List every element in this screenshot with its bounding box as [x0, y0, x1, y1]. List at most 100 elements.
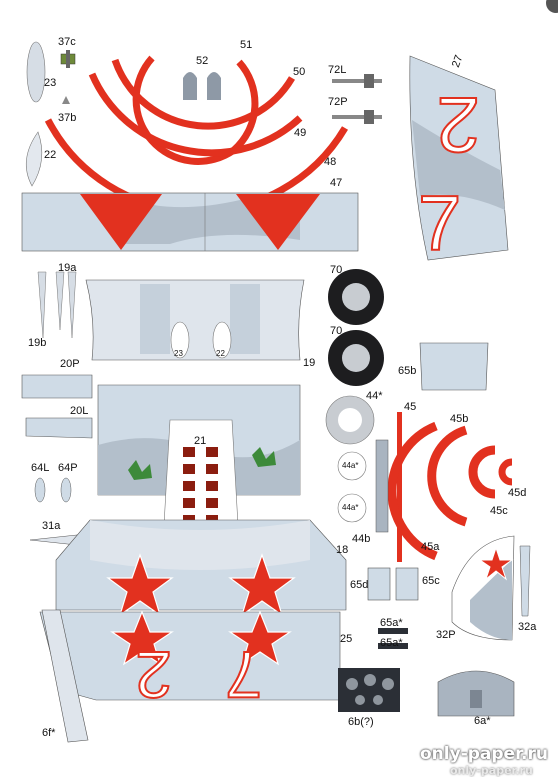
label-44a-1: 44a*	[342, 461, 359, 470]
label-6a: 6a*	[474, 715, 491, 727]
watermark-sub: only-paper.ru	[450, 764, 533, 777]
arc-50	[111, 58, 296, 130]
belly-number-2: 2	[135, 638, 172, 712]
belly-number-7: 7	[225, 638, 262, 712]
label-65d: 65d	[350, 579, 369, 591]
label-32a: 32a	[518, 621, 537, 633]
label-6b: 6b(?)	[348, 716, 374, 728]
label-45a: 45a	[421, 541, 440, 553]
part-65b	[419, 342, 489, 391]
label-23: 23	[44, 77, 57, 89]
label-45b: 45b	[450, 413, 469, 425]
part-47-chevron-right	[236, 194, 320, 250]
label-19a: 19a	[58, 262, 77, 274]
label-19b: 19b	[28, 337, 47, 349]
part-23	[26, 41, 46, 103]
label-48: 48	[324, 156, 337, 168]
watermark-main: only-paper.ru	[420, 744, 548, 764]
part-37b	[62, 96, 70, 104]
part-6f	[41, 609, 89, 743]
label-44: 44*	[366, 390, 383, 402]
label-64L: 64L	[31, 462, 50, 474]
label-window-22: 22	[216, 349, 225, 358]
star-25-right	[228, 610, 292, 666]
part-22	[25, 131, 43, 187]
star-left	[106, 553, 174, 617]
label-52: 52	[196, 55, 209, 67]
label-70-bottom: 70	[330, 325, 343, 337]
label-22: 22	[44, 149, 57, 161]
label-45d: 45d	[508, 487, 527, 499]
part-19b-left	[37, 271, 47, 339]
wheel-70-top-hub	[342, 283, 370, 311]
label-72P: 72P	[328, 96, 348, 108]
tail-number-2: 2	[437, 81, 480, 169]
part-25	[39, 611, 341, 701]
part-64P	[60, 477, 72, 503]
label-18: 18	[336, 544, 349, 556]
part-65a-1	[378, 628, 408, 634]
label-45: 45	[404, 401, 417, 413]
part-6a-head	[470, 690, 482, 708]
arc-49	[88, 72, 303, 157]
label-44a-2: 44a*	[342, 503, 359, 512]
label-31a: 31a	[42, 520, 61, 532]
label-window-23: 23	[174, 349, 183, 358]
arc-45a	[387, 421, 438, 561]
tail-number-7: 7	[418, 179, 461, 267]
part-65c	[395, 567, 419, 601]
label-64P: 64P	[58, 462, 78, 474]
part-52b	[207, 72, 221, 100]
star-32P	[478, 546, 514, 581]
part-64L	[34, 477, 46, 503]
part-37c-stem	[66, 50, 70, 68]
strip-45	[397, 412, 402, 562]
disc-44-center	[338, 408, 362, 432]
label-37b: 37b	[58, 112, 77, 124]
rod-72P	[332, 115, 382, 119]
label-65c: 65c	[422, 575, 440, 587]
star-25-left	[110, 610, 174, 666]
arc-45c	[468, 445, 496, 499]
rod-72P-cap	[364, 110, 374, 124]
label-65a-1: 65a*	[380, 617, 403, 629]
part-65a-2	[378, 643, 408, 649]
disc-44a-2	[337, 493, 367, 523]
label-65a-2: 65a*	[380, 637, 403, 649]
emblem-left	[128, 460, 152, 480]
label-20L: 20L	[70, 405, 89, 417]
part-20P	[21, 374, 93, 399]
label-44b: 44b	[352, 533, 371, 545]
label-47: 47	[330, 177, 343, 189]
rod-72L	[332, 79, 382, 83]
star-right	[228, 553, 296, 617]
label-21: 21	[194, 435, 207, 447]
part-52a	[183, 72, 197, 100]
emblem-right	[252, 447, 276, 467]
label-70-top: 70	[330, 264, 343, 276]
label-37c: 37c	[58, 36, 76, 48]
part-19-shade-l	[140, 284, 170, 354]
label-20P: 20P	[60, 358, 80, 370]
gauges	[346, 674, 394, 705]
disc-44a-1	[337, 451, 367, 481]
label-19: 19	[303, 357, 316, 369]
part-19-shade-r	[230, 284, 260, 354]
part-32P-camo	[470, 560, 512, 640]
wheel-70-bottom-hub	[342, 344, 370, 372]
part-32a	[519, 545, 531, 617]
label-25: 25	[340, 633, 353, 645]
arc-45b	[427, 425, 468, 527]
arc-45d	[498, 458, 513, 486]
strip-44b	[375, 439, 389, 533]
label-50: 50	[293, 66, 306, 78]
part-20L	[25, 417, 93, 439]
label-65b: 65b	[398, 365, 417, 377]
label-72L: 72L	[328, 64, 347, 76]
rod-72L-cap	[364, 74, 374, 88]
label-51: 51	[240, 39, 253, 51]
part-47-chevron-left	[80, 194, 162, 250]
window-22	[212, 321, 232, 359]
part-65d	[367, 567, 391, 601]
